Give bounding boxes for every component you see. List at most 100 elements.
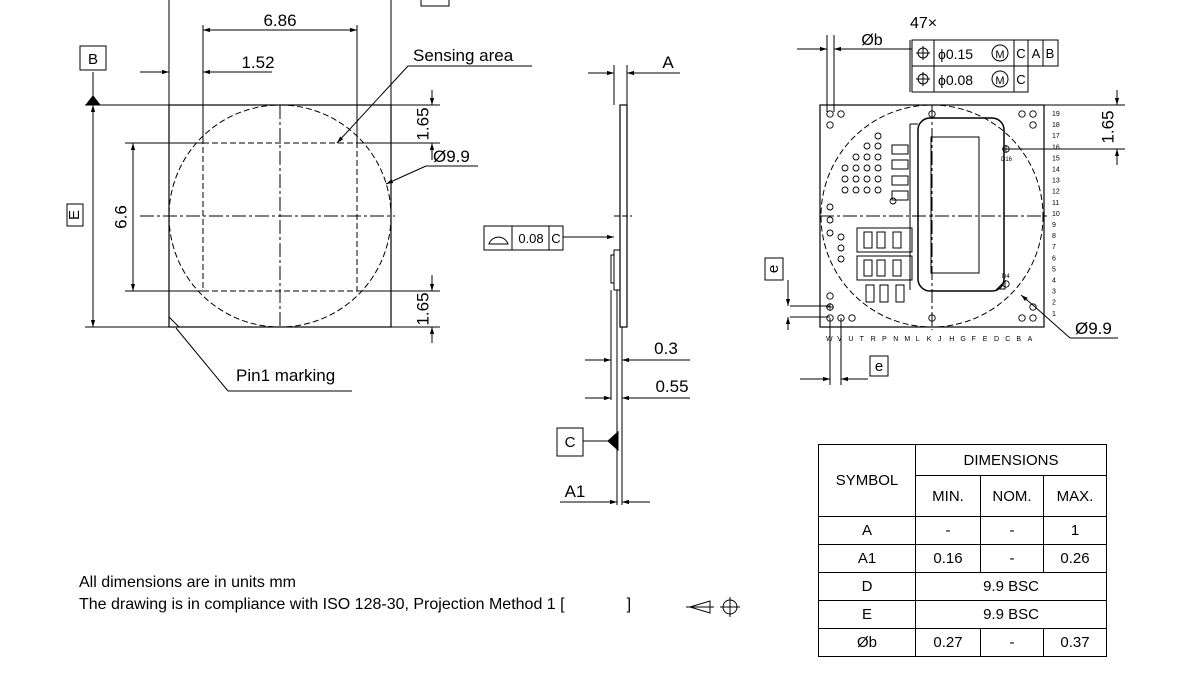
cell-max: 0.26 [1043, 544, 1107, 573]
circle-dia-label: Ø9.9 [433, 147, 470, 166]
dimensions-table: SYMBOL DIMENSIONS MIN. NOM. MAX. A - - 1… [818, 444, 1107, 657]
row-number-label: 11 [1052, 200, 1059, 207]
dim-e-left-label: e [765, 265, 782, 273]
column-letter-label: L [916, 336, 920, 343]
fcf1-datum-b: B [1046, 46, 1055, 61]
column-letter-label: M [904, 336, 910, 343]
table-row: Øb 0.27 - 0.37 [818, 628, 1107, 657]
header-min: MIN. [915, 475, 981, 517]
sensing-area-label: Sensing area [413, 46, 514, 65]
fcf1-datum-c: C [1016, 46, 1025, 61]
cell-span: 9.9 BSC [915, 600, 1107, 629]
cell-max: 1 [1043, 516, 1107, 545]
ball-count-label: 47× [910, 15, 937, 32]
column-letter-label: T [860, 336, 865, 343]
cell-symbol: E [818, 600, 916, 629]
header-nom: NOM. [980, 475, 1044, 517]
column-letter-label: H [949, 336, 954, 343]
column-letter-label: C [1005, 336, 1010, 343]
cell-symbol: D [818, 572, 916, 601]
dim-top-margin-label: 1.65 [413, 107, 432, 140]
table-row: A1 0.16 - 0.26 [818, 544, 1107, 573]
row-number-label: 8 [1052, 233, 1056, 240]
row-number-label: 1 [1052, 311, 1056, 318]
column-letter-label: F [972, 336, 976, 343]
table-row: A - - 1 [818, 516, 1107, 545]
row-number-label: 9 [1052, 222, 1056, 229]
cell-symbol: A [818, 516, 916, 545]
cell-nom: - [980, 544, 1044, 573]
row-number-label: 17 [1052, 133, 1060, 140]
dim-055-label: 0.55 [655, 377, 688, 396]
bottom-view-labels: 47× Øb ϕ0.15 M C A B ϕ0.08 M C 1.65 e e … [765, 15, 1118, 375]
dim-bottom-margin-label: 1.65 [413, 292, 432, 325]
header-symbol: SYMBOL [818, 444, 916, 517]
ball-dia-label: Øb [861, 32, 882, 49]
flatness-value: 0.08 [518, 231, 543, 246]
dim-height-label: 6.6 [111, 205, 130, 229]
row-number-label: 4 [1052, 278, 1056, 285]
row-number-label: 14 [1052, 167, 1060, 174]
column-letter-label: P [882, 336, 887, 343]
row-number-label: 10 [1052, 211, 1060, 218]
note-iso-end: ] [626, 596, 632, 613]
column-letter-label: U [848, 336, 853, 343]
fcf2-datum-c: C [1016, 72, 1025, 87]
drawing-notes: All dimensions are in units mm The drawi… [79, 572, 631, 616]
top-view [66, 0, 532, 392]
column-letter-label: W [826, 336, 833, 343]
table-row: D 9.9 BSC [818, 572, 1107, 601]
row-number-label: 16 [1052, 144, 1060, 151]
column-letter-label: G [960, 336, 965, 343]
column-letter-label: E [983, 336, 988, 343]
fcf1-modifier: M [995, 49, 1004, 61]
side-view [483, 65, 690, 505]
dim-165-label: 1.65 [1098, 110, 1117, 143]
column-letter-label: J [938, 336, 942, 343]
cell-max: 0.37 [1043, 628, 1107, 657]
top-view-labels: 6.86 1.52 B E 6.6 1.65 1.65 Sensing area… [66, 11, 514, 385]
cell-symbol: Øb [818, 628, 916, 657]
note-iso-text: The drawing is in compliance with ISO 12… [79, 596, 565, 613]
column-letter-label: B [1016, 336, 1021, 343]
fcf1-value: ϕ0.15 [938, 46, 973, 62]
pin1-marker [168, 316, 181, 328]
cell-min: 0.27 [915, 628, 981, 657]
dim-03-label: 0.3 [654, 339, 678, 358]
note-iso: The drawing is in compliance with ISO 12… [79, 594, 631, 616]
ball-d16-label: D16 [1001, 157, 1013, 163]
row-number-label: 6 [1052, 255, 1056, 262]
projection-symbol [686, 597, 740, 617]
cell-symbol: A1 [818, 544, 916, 573]
row-number-label: 19 [1052, 111, 1060, 118]
column-letter-label: N [893, 336, 898, 343]
dim-offset-label: 1.52 [241, 53, 274, 72]
datum-c-label: C [565, 434, 576, 451]
note-units: All dimensions are in units mm [79, 574, 296, 591]
header-dimensions: DIMENSIONS [915, 444, 1107, 476]
ball-d4-label: D4 [1002, 274, 1010, 280]
die-outline [917, 117, 1005, 292]
datum-a-label: A [662, 53, 674, 72]
ball-grid [826, 110, 1037, 322]
row-number-label: 5 [1052, 266, 1056, 273]
dim-e-bottom-label: e [875, 358, 883, 375]
row-number-label: 13 [1052, 178, 1060, 185]
row-number-label: 18 [1052, 122, 1060, 129]
pin1-label: Pin1 marking [236, 366, 335, 385]
flatness-datum: C [551, 231, 560, 246]
cell-nom: - [980, 516, 1044, 545]
row-number-label: 7 [1052, 244, 1056, 251]
row-number-label: 2 [1052, 300, 1056, 307]
cell-min: 0.16 [915, 544, 981, 573]
column-letter-label: V [837, 336, 842, 343]
bottom-view-markers [826, 145, 1010, 311]
fcf2-value: ϕ0.08 [938, 72, 973, 88]
column-letter-label: R [871, 336, 876, 343]
row-number-label: 3 [1052, 289, 1056, 296]
bottom-circle-dia-label: Ø9.9 [1075, 319, 1112, 338]
bottom-view [764, 35, 1125, 385]
dim-a1-label: A1 [565, 482, 586, 501]
